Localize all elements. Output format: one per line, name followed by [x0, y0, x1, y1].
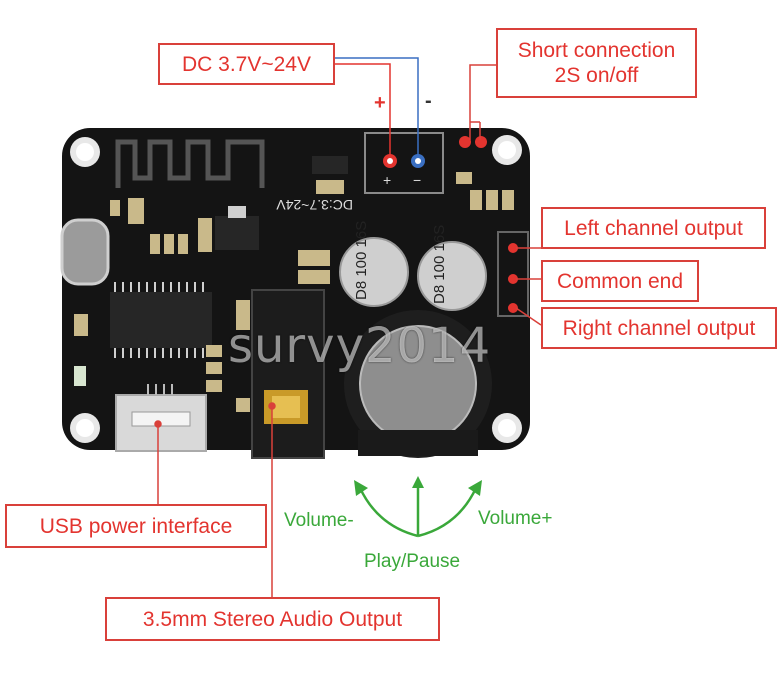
mounting-holes [70, 135, 522, 443]
capacitor-right: D8 100 16S [417, 225, 487, 311]
right-channel-label: Right channel output [562, 316, 756, 340]
callout-audio-output: 3.5mm Stereo Audio Output [105, 597, 440, 641]
svg-text:−: − [413, 172, 421, 188]
callout-common-end: Common end [541, 260, 699, 302]
arrow-volume-minus-icon [354, 480, 368, 496]
short-connection-line1: Short connection [517, 39, 676, 62]
crystal [60, 218, 110, 286]
svg-text:+: + [383, 172, 391, 188]
short-pad-2 [475, 136, 487, 148]
arrow-play-pause-icon [412, 476, 424, 488]
cap-left-label: D8 100 16S [353, 221, 370, 300]
main-chip [110, 292, 212, 348]
common-pin [508, 274, 518, 284]
status-led [74, 366, 86, 386]
negative-sign: - [425, 90, 432, 112]
antenna-trace [115, 139, 265, 188]
knob-arrows [358, 486, 478, 538]
dc-terminal [364, 132, 444, 194]
dc-wire-negative [335, 57, 419, 156]
dc-wire-positive [335, 63, 391, 156]
sot-component [312, 156, 348, 174]
board-dc-marking: DC:3.7~24V [276, 197, 353, 213]
leader-lines [154, 64, 542, 600]
capacitor-left: D8 100 16S [339, 221, 409, 307]
watermark: survy2014 [228, 318, 492, 374]
left-output-pin [508, 243, 518, 253]
left-channel-label: Left channel output [564, 216, 743, 240]
audio-output-label: 3.5mm Stereo Audio Output [142, 607, 403, 631]
arrow-volume-plus-icon [468, 480, 482, 496]
common-end-label: Common end [556, 269, 684, 293]
right-output-pin [508, 303, 518, 313]
cap-right-label: D8 100 16S [431, 225, 448, 304]
usb-power-label: USB power interface [39, 514, 233, 538]
smd-components [74, 172, 514, 412]
callout-dc-input: DC 3.7V~24V [158, 43, 335, 85]
callout-left-channel: Left channel output [541, 207, 766, 249]
volume-plus-label: Volume+ [478, 508, 553, 529]
dc-input-label: DC 3.7V~24V [182, 52, 311, 76]
play-pause-label: Play/Pause [364, 551, 461, 572]
short-pad-1 [459, 136, 471, 148]
callout-short-connection: Short connection 2S on/off [496, 28, 697, 98]
positive-sign: + [374, 92, 386, 114]
volume-minus-label: Volume- [284, 510, 354, 531]
regulator [215, 216, 259, 250]
callout-right-channel: Right channel output [541, 307, 777, 349]
callout-usb-power: USB power interface [5, 504, 267, 548]
audio-jack [251, 289, 325, 459]
short-connection-line2: 2S on/off [554, 64, 639, 87]
